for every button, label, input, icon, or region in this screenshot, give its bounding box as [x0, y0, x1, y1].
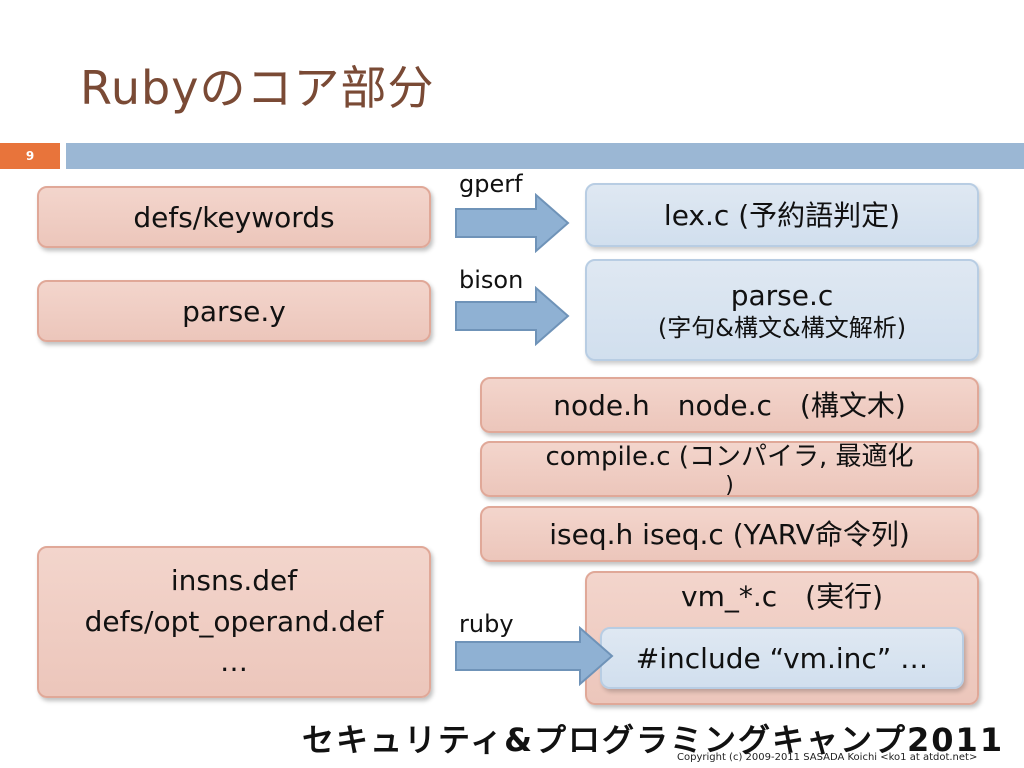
- header-divider-bar: [66, 143, 1024, 169]
- defs-keywords-label: defs/keywords: [133, 200, 335, 234]
- lex-c-label: lex.c (予約語判定): [663, 198, 901, 232]
- insns-def-line1: insns.def: [170, 564, 298, 598]
- parse-c-title: parse.c: [730, 278, 834, 312]
- compile-label-line2: ): [725, 472, 734, 498]
- tool-label-gperf: gperf: [459, 170, 523, 198]
- insns-def-line2: defs/opt_operand.def: [84, 604, 384, 638]
- insns-def-line3: …: [220, 645, 248, 679]
- parse-y-box: parse.y: [37, 280, 431, 342]
- node-label: node.h node.c (構文木): [553, 388, 906, 422]
- vm-label: vm_*.c (実行): [681, 580, 883, 613]
- vm-include-box: #include “vm.inc” …: [600, 627, 964, 689]
- slide-title: Rubyのコア部分: [80, 61, 435, 115]
- insns-def-box: insns.def defs/opt_operand.def …: [37, 546, 431, 698]
- lex-c-box: lex.c (予約語判定): [585, 183, 979, 247]
- iseq-label: iseq.h iseq.c (YARV命令列): [549, 517, 910, 551]
- parse-c-desc: (字句&構文&構文解析): [657, 313, 907, 342]
- tool-label-bison: bison: [459, 266, 524, 294]
- arrow-right-icon: [455, 286, 570, 346]
- arrow-right-icon: [455, 193, 570, 253]
- node-box: node.h node.c (構文木): [480, 377, 979, 433]
- slide-number: 9: [0, 143, 60, 169]
- iseq-box: iseq.h iseq.c (YARV命令列): [480, 506, 979, 562]
- copyright-text: Copyright (c) 2009-2011 SASADA Koichi <k…: [677, 752, 978, 763]
- arrow-right-icon: [455, 626, 614, 686]
- parse-y-label: parse.y: [182, 294, 286, 328]
- vm-include-label: #include “vm.inc” …: [635, 641, 929, 675]
- defs-keywords-box: defs/keywords: [37, 186, 431, 248]
- compile-box: compile.c (コンパイラ, 最適化 ): [480, 441, 979, 498]
- tool-label-ruby: ruby: [459, 610, 514, 638]
- compile-label-line1: compile.c (コンパイラ, 最適化: [545, 442, 914, 472]
- parse-c-box: parse.c (字句&構文&構文解析): [585, 259, 979, 361]
- camp-logo: セキュリティ&プログラミングキャンプ2011: [302, 721, 1005, 759]
